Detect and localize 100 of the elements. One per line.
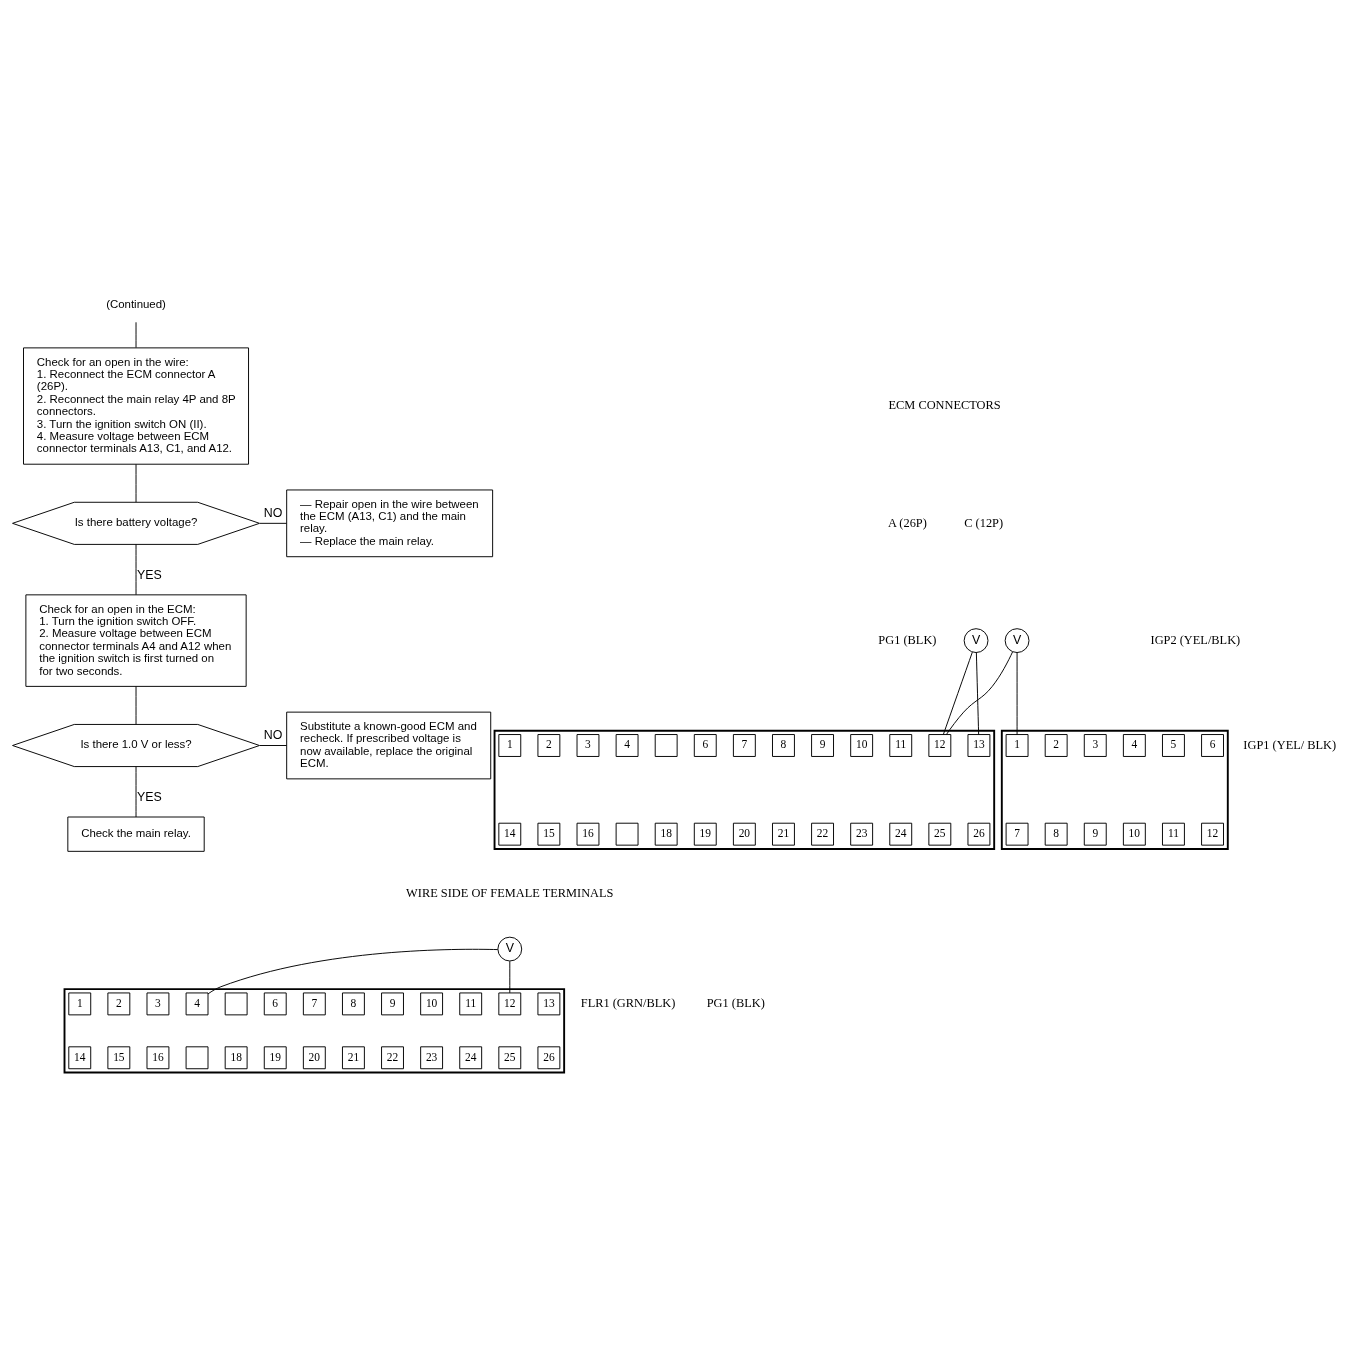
node-box: 26 xyxy=(967,822,991,846)
node-box: Check for an open in the wire: 1. Reconnect the ECM connector A (26P). 2. Reconnect the main relay 4P and 8P connectors. 3. Turn the ignition switch ON (II). 4. Measure voltage between ECM connector terminals A13, C1, and A12. xyxy=(23,347,249,465)
node-circle: V xyxy=(1004,628,1030,653)
node-box: 16 xyxy=(146,1046,170,1070)
node-box: — Repair open in the wire between the ECM (A13, C1) and the main relay. — Replace the main relay. xyxy=(286,489,494,558)
node-box: 9 xyxy=(811,734,834,757)
node-box: 13 xyxy=(537,992,561,1016)
node-box: 19 xyxy=(263,1046,287,1070)
label: WIRE SIDE OF FEMALE TERMINALS xyxy=(406,886,614,901)
node-box: 1 xyxy=(1005,734,1029,757)
connector xyxy=(1016,652,1018,735)
node-box: 10 xyxy=(850,734,874,757)
node-box: 11 xyxy=(889,734,913,757)
node-box: 4 xyxy=(615,734,639,757)
node-box: 26 xyxy=(537,1046,561,1070)
node-box: 6 xyxy=(1201,734,1224,757)
node-box: 3 xyxy=(146,992,170,1016)
label: PG1 (BLK) xyxy=(706,996,765,1011)
node-box: 21 xyxy=(772,822,795,846)
label: C (12P) xyxy=(964,515,1004,530)
node-box: 5 xyxy=(1162,734,1185,757)
label: IGP2 (YEL/BLK) xyxy=(1150,632,1241,647)
node-box: 7 xyxy=(1005,822,1029,846)
connector xyxy=(942,651,973,735)
node-box: 9 xyxy=(1083,822,1107,846)
node-box: 11 xyxy=(459,992,483,1016)
node-box: 20 xyxy=(302,1046,326,1070)
node-box: 9 xyxy=(381,992,404,1016)
connector xyxy=(945,651,1014,735)
node-box: Check the main relay. xyxy=(67,816,205,852)
node-box: 10 xyxy=(420,992,444,1016)
label: FLR1 (GRN/BLK) xyxy=(580,996,676,1011)
node-box: 16 xyxy=(576,822,600,846)
node-box: 23 xyxy=(420,1046,444,1070)
node-circle: V xyxy=(963,628,989,653)
node-box: 19 xyxy=(693,822,717,846)
node-box: 4 xyxy=(185,992,209,1016)
cluster xyxy=(493,729,996,850)
node-box: 20 xyxy=(732,822,756,846)
node-box: 7 xyxy=(732,734,756,757)
node-box: 3 xyxy=(576,734,600,757)
connector xyxy=(259,745,288,746)
node-box: 8 xyxy=(342,992,365,1016)
node-box: 24 xyxy=(459,1046,483,1070)
node-box: 6 xyxy=(263,992,287,1016)
node-box: 13 xyxy=(967,734,991,757)
node-box: 6 xyxy=(693,734,717,757)
node-box: 15 xyxy=(107,1046,131,1070)
node-box: 7 xyxy=(302,992,326,1016)
label: PG1 (BLK) xyxy=(878,632,937,647)
node-box: 1 xyxy=(498,734,522,757)
connector xyxy=(207,948,499,995)
node-box: 12 xyxy=(498,992,522,1016)
node-box: 14 xyxy=(68,1046,92,1070)
node-text: (Continued) xyxy=(106,297,166,310)
label: A (26P) xyxy=(887,515,927,530)
node-box: 8 xyxy=(772,734,795,757)
edge-label: YES xyxy=(136,568,162,583)
node-box: Substitute a known-good ECM and recheck. If prescribed voltage is now available, replace the original ECM. xyxy=(286,711,492,780)
connector xyxy=(135,321,137,349)
node-box: 14 xyxy=(498,822,522,846)
node-box: 2 xyxy=(1044,734,1068,757)
cluster xyxy=(1000,729,1229,850)
node-box: 8 xyxy=(1044,822,1068,846)
connector xyxy=(135,685,137,725)
edge-label: NO xyxy=(263,728,283,743)
node-box: 2 xyxy=(107,992,131,1016)
connector xyxy=(509,960,511,994)
label: IGP1 (YEL/ BLK) xyxy=(1243,737,1337,752)
node-box: 18 xyxy=(224,1046,248,1070)
label: ECM CONNECTORS xyxy=(888,398,1001,413)
node-box: 23 xyxy=(850,822,874,846)
node-box: 2 xyxy=(537,734,561,757)
cluster xyxy=(63,988,566,1074)
node-box: 4 xyxy=(1122,734,1146,757)
node-circle: V xyxy=(497,936,523,962)
node-box xyxy=(654,734,678,757)
node-box: 25 xyxy=(498,1046,522,1070)
connector xyxy=(135,543,137,596)
node-box: 11 xyxy=(1162,822,1185,846)
node-box: 12 xyxy=(928,734,952,757)
connector xyxy=(975,652,980,735)
node-box: 18 xyxy=(654,822,678,846)
node-box: 25 xyxy=(928,822,952,846)
edge-label: YES xyxy=(136,790,162,805)
node-box xyxy=(615,822,639,846)
node-box: 24 xyxy=(889,822,913,846)
node-box: 15 xyxy=(537,822,561,846)
connector xyxy=(135,463,137,503)
node-box: 1 xyxy=(68,992,92,1016)
node-box: Check for an open in the ECM: 1. Turn the ignition switch OFF. 2. Measure voltage between ECM connector terminals A4 and A12 when the ignition switch is first turned on for two seconds. xyxy=(25,594,247,687)
node-box: 22 xyxy=(381,1046,404,1070)
node-box xyxy=(224,992,248,1016)
node-box xyxy=(185,1046,209,1070)
connector xyxy=(135,766,137,818)
node-box: 21 xyxy=(342,1046,365,1070)
node-box: 10 xyxy=(1122,822,1146,846)
connector xyxy=(259,522,287,524)
node-box: 12 xyxy=(1201,822,1224,846)
edge-label: NO xyxy=(263,506,283,521)
